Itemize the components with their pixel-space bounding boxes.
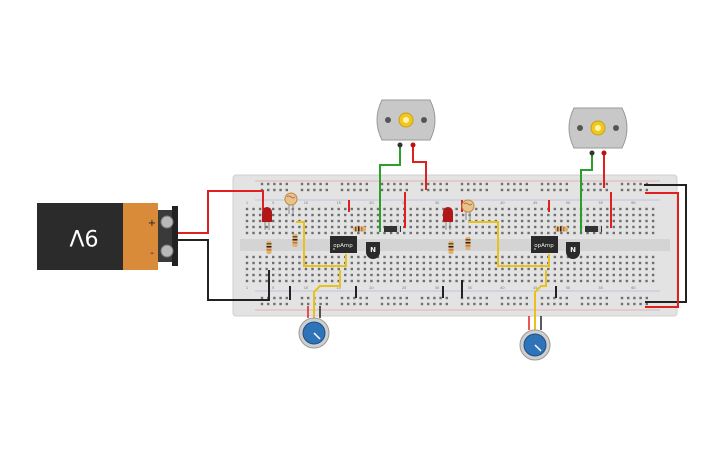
photoresistor-1[interactable] — [284, 192, 298, 214]
transistor-icon — [366, 242, 380, 259]
column-label: 10 — [304, 286, 308, 290]
resistor-2[interactable] — [292, 234, 298, 247]
wire-green-motor-2[interactable] — [580, 153, 593, 232]
potentiometer-1[interactable] — [298, 270, 341, 349]
wire-black-rail-right[interactable] — [644, 184, 687, 303]
column-label: 60 — [631, 286, 635, 290]
wire-green-motor-1[interactable] — [379, 145, 401, 232]
opamp-label: opAmp — [534, 243, 554, 249]
battery-body — [37, 203, 127, 270]
resistor-6[interactable] — [555, 226, 568, 232]
column-label: 5 — [272, 286, 274, 290]
photoresistor-2[interactable] — [461, 199, 475, 220]
column-label: 35 — [467, 286, 471, 290]
battery-minus-sign: - — [150, 248, 154, 259]
led-2[interactable] — [443, 207, 453, 230]
battery-label-band — [123, 203, 158, 270]
column-label: 5 — [272, 201, 274, 205]
column-label: 15 — [336, 286, 340, 290]
battery-voltage-label: 9V — [69, 224, 98, 249]
led-icon — [443, 207, 453, 222]
resistor-4[interactable] — [448, 241, 454, 254]
resistor-3[interactable] — [353, 226, 366, 232]
wire-black-battery[interactable] — [178, 239, 270, 301]
column-label: 55 — [598, 201, 602, 205]
led-1[interactable] — [262, 207, 272, 230]
battery-plus-sign: + — [148, 218, 156, 229]
column-label: 1 — [246, 201, 248, 205]
wire-red-rail-right[interactable] — [645, 192, 679, 308]
column-label: 20 — [369, 286, 373, 290]
battery-terminal-plate — [172, 206, 178, 266]
photoresistor-icon — [284, 192, 298, 206]
resistor-1[interactable] — [266, 241, 272, 254]
column-label: 40 — [500, 286, 504, 290]
opamp-chip-icon — [531, 236, 558, 253]
column-label: 30 — [435, 286, 439, 290]
breadboard-holes — [245, 182, 655, 306]
motor-2[interactable] — [568, 107, 628, 232]
jumper-wires — [268, 192, 612, 300]
transistor-icon — [566, 242, 580, 259]
column-label: 30 — [435, 201, 439, 205]
column-label: 40 — [500, 201, 504, 205]
opamp-2[interactable]: opAmp — [531, 236, 558, 253]
transistor-label: N — [570, 246, 576, 254]
diode-icon — [585, 226, 602, 232]
led-icon — [262, 207, 272, 222]
diode-icon — [384, 226, 401, 232]
column-label: 50 — [566, 286, 570, 290]
transistor-2[interactable]: N — [566, 242, 580, 259]
column-label: 50 — [566, 201, 570, 205]
opamp-chip-icon — [330, 236, 357, 253]
transistor-label: N — [370, 246, 376, 254]
opamp-label: opAmp — [333, 243, 353, 249]
wire-yellow-1[interactable] — [296, 221, 347, 267]
column-label: 1 — [246, 286, 248, 290]
transistor-1[interactable]: N — [366, 242, 380, 259]
column-label: 45 — [533, 286, 537, 290]
column-label: 45 — [533, 201, 537, 205]
potentiometer-2[interactable] — [519, 270, 551, 361]
wire-yellow-2[interactable] — [468, 221, 550, 267]
opamp-1[interactable]: opAmp — [330, 236, 357, 253]
wire-red-motor-1[interactable] — [412, 145, 427, 190]
battery[interactable]: 9V + - — [37, 203, 178, 270]
photoresistor-icon — [461, 199, 475, 213]
diode-2[interactable] — [585, 226, 602, 232]
column-label: 25 — [402, 286, 406, 290]
column-label: 15 — [336, 201, 340, 205]
column-label: 10 — [304, 201, 308, 205]
diode-1[interactable] — [384, 226, 401, 232]
resistor-5[interactable] — [465, 237, 471, 250]
column-label: 60 — [631, 201, 635, 205]
battery-wires — [178, 190, 270, 301]
wire-red-battery[interactable] — [178, 190, 264, 234]
motor-1[interactable] — [376, 99, 436, 232]
column-label: 55 — [598, 286, 602, 290]
resistors — [266, 226, 568, 254]
column-label: 20 — [369, 201, 373, 205]
